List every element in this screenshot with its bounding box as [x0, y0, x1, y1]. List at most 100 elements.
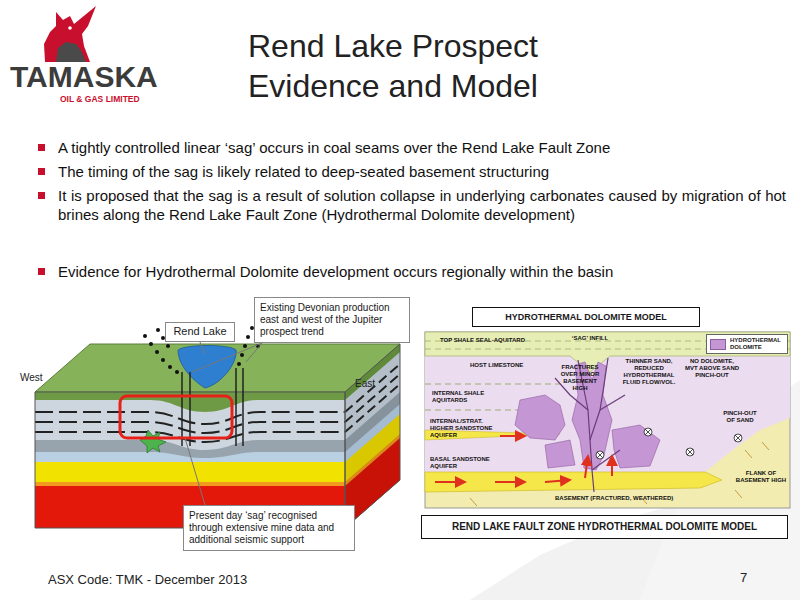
- bullet-text: It is proposed that the sag is a result …: [58, 186, 786, 224]
- bullet-square: [38, 144, 45, 151]
- flow-arrow: [435, 481, 465, 483]
- hatch: [762, 442, 769, 450]
- brand-tagline: OIL & GAS LIMITED: [60, 94, 160, 104]
- flow-arrow: [611, 456, 613, 476]
- legend-box: HYDROTHERMAL DOLOMITE: [706, 334, 788, 354]
- flow-arrow: [500, 435, 525, 437]
- box-text: Present day ‘sag’ recognised through ext…: [189, 510, 349, 546]
- box-text: Existing Devonian production east and we…: [260, 302, 404, 338]
- flow-symbols: [596, 428, 742, 459]
- wolf-head: [44, 6, 96, 62]
- sag-highlight: [120, 396, 232, 438]
- fractures: [555, 358, 625, 492]
- basement-hatch: [470, 442, 769, 506]
- legend-text: HYDROTHERMAL DOLOMITE: [730, 337, 784, 351]
- fracture: [600, 395, 625, 410]
- leader-lines: [185, 342, 262, 505]
- well: [242, 368, 244, 446]
- box-text: Rend Lake: [168, 325, 232, 338]
- leader-line: [200, 342, 205, 354]
- logo-wolf: [44, 6, 96, 62]
- block-outline: [345, 344, 400, 528]
- wolf-eye: [68, 26, 72, 30]
- flow-arrow: [585, 456, 588, 478]
- well: [189, 372, 191, 446]
- model-caption-box: REND LAKE FAULT ZONE HYDROTHERMAL DOLOMI…: [421, 515, 788, 539]
- dot: [237, 362, 241, 366]
- symbol-cross: [597, 429, 741, 458]
- bullet-text: A tightly controlled linear ‘sag’ occurs…: [58, 138, 786, 157]
- dot: [156, 328, 160, 332]
- side-face: [345, 344, 400, 528]
- model-label: ‘SAG’ INFILL: [565, 335, 615, 342]
- flow-arrow: [545, 480, 570, 482]
- dot: [243, 344, 247, 348]
- dot: [246, 335, 250, 339]
- fault-splash: [140, 430, 166, 453]
- model-label: INTERNAL SHALE AQUITARDS: [432, 390, 494, 404]
- page-number: 7: [740, 570, 760, 586]
- model-label: FLANK OF BASEMENT HIGH: [734, 470, 788, 484]
- flow-arrow: [495, 481, 525, 483]
- coal-seam: [345, 364, 400, 412]
- slide-title: Rend Lake Prospect Evidence and Model: [248, 26, 578, 106]
- block-diagram: [35, 326, 400, 528]
- dolomite-bodies: [515, 362, 660, 470]
- ground-surface: [35, 344, 400, 392]
- well-dots: [143, 326, 264, 374]
- well: [181, 372, 183, 446]
- hatch: [470, 498, 477, 506]
- dolomite-body: [612, 425, 660, 468]
- well: [235, 368, 237, 446]
- lake: [178, 346, 236, 389]
- dot: [143, 334, 147, 338]
- fracture: [592, 450, 620, 470]
- wells: [182, 368, 243, 446]
- dolomite-body: [545, 440, 575, 468]
- model-panel: [425, 332, 790, 508]
- leader-line: [185, 438, 205, 505]
- box-text: HYDROTHERMAL DOLOMITE MODEL: [476, 312, 696, 323]
- model-label: NO DOLOMITE, MVT ABOVE SAND PINCH-OUT: [684, 358, 740, 379]
- dot: [155, 350, 159, 354]
- dot: [161, 358, 165, 362]
- aquitard-line: [425, 384, 560, 385]
- model-label: THINNER SAND, REDUCED HYDROTHERMAL FLUID…: [622, 358, 676, 386]
- dot: [240, 353, 244, 357]
- model-label: HOST LIMESTONE: [470, 362, 550, 369]
- wolf-neck: [56, 42, 86, 62]
- coal-seams-side: [345, 364, 400, 432]
- bullet-markers: [38, 144, 45, 275]
- basal-sandstone: [425, 472, 722, 492]
- compass-label: East: [355, 378, 395, 390]
- legend-swatch: [710, 339, 726, 350]
- model-title-box: HYDROTHERMAL DOLOMITE MODEL: [472, 307, 700, 327]
- hatch: [735, 490, 742, 498]
- dolomite-model: [425, 332, 790, 508]
- bullet-square: [38, 192, 45, 199]
- callout-box: Rend Lake: [165, 322, 235, 342]
- dot: [166, 344, 170, 348]
- box-text: REND LAKE FAULT ZONE HYDROTHERMAL DOLOMI…: [425, 521, 784, 533]
- side-face: [345, 352, 400, 528]
- fracture: [590, 358, 608, 440]
- model-label: INTERNAL/STRAT. HIGHER SANDSTONE AQUIFER: [430, 418, 502, 439]
- compass-label: West: [20, 372, 60, 384]
- host-limestone: [425, 356, 790, 472]
- dot: [175, 370, 179, 374]
- dolomite-body: [515, 395, 565, 440]
- coal-seam: [345, 374, 400, 422]
- bullet-square: [38, 168, 45, 175]
- model-label: TOP SHALE SEAL-AQUITARD: [440, 337, 550, 344]
- dot: [168, 365, 172, 369]
- hatch: [745, 450, 752, 458]
- model-label: FRACTURES OVER MINOR BASEMENT HIGH: [556, 364, 604, 392]
- footer-text: ASX Code: TMK - December 2013: [48, 572, 348, 588]
- coal-seam: [345, 384, 400, 432]
- callout-box: Existing Devonian production east and we…: [254, 297, 410, 343]
- bullet-square: [38, 268, 45, 275]
- model-label: BASAL SANDSTONE AQUIFER: [430, 456, 502, 470]
- bullet-text: The timing of the sag is likely related …: [58, 162, 786, 181]
- bullet-text: Evidence for Hydrothermal Dolomite devel…: [58, 262, 786, 281]
